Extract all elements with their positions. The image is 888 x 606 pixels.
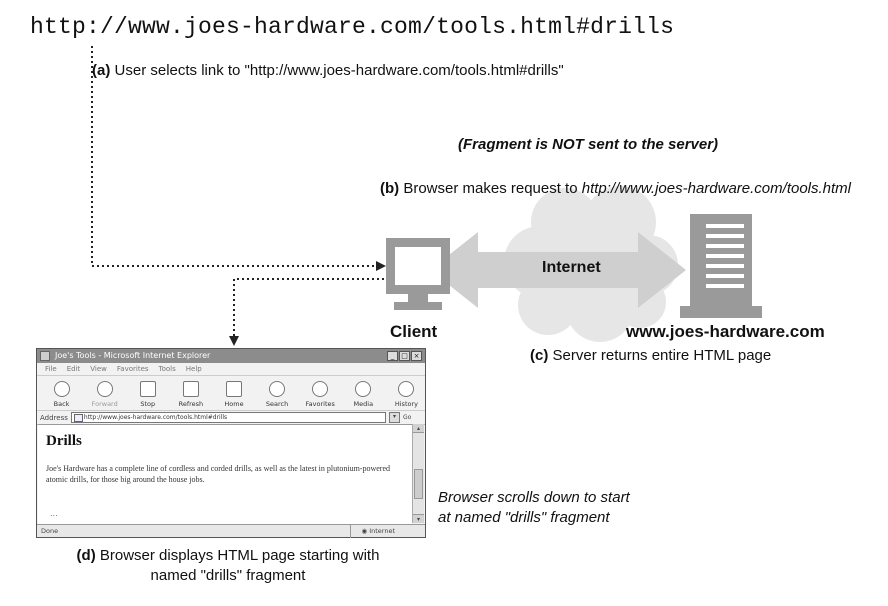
favorites-label: Favorites	[305, 400, 335, 408]
page-ellipsis: ...	[50, 509, 58, 518]
menu-file[interactable]: File	[45, 365, 57, 373]
page-text: Joe's Hardware has a complete line of co…	[46, 464, 391, 484]
menu-edit[interactable]: Edit	[66, 365, 81, 373]
step-d-tag: (d)	[76, 547, 96, 564]
scroll-note-line2: at named "drills" fragment	[438, 509, 610, 526]
forward-button[interactable]: Forward	[86, 381, 123, 410]
media-label: Media	[353, 400, 374, 408]
stop-icon	[139, 381, 156, 397]
refresh-icon	[182, 381, 199, 397]
connector-arrowhead-window	[229, 336, 239, 346]
browser-window: Joe's Tools - Microsoft Internet Explore…	[36, 348, 426, 538]
step-a-tag: (a)	[92, 62, 111, 79]
go-label: Go	[403, 414, 412, 421]
step-d-line2: named "drills" fragment	[150, 567, 306, 584]
client-label: Client	[390, 322, 438, 341]
page-icon	[73, 414, 83, 422]
history-label: History	[394, 400, 418, 408]
home-label: Home	[224, 400, 244, 408]
scroll-thumb[interactable]	[414, 469, 423, 499]
step-d-caption: (d) Browser displays HTML page starting …	[76, 546, 380, 586]
maximize-icon[interactable]: □	[399, 351, 410, 361]
vertical-scrollbar[interactable]: ▴ ▾	[412, 424, 424, 523]
browser-menu-bar: File Edit View Favorites Tools Help	[37, 363, 425, 376]
browser-title: Joe's Tools - Microsoft Internet Explore…	[55, 351, 211, 360]
refresh-button[interactable]: Refresh	[172, 381, 209, 410]
step-b-url: http://www.joes-hardware.com/tools.html	[581, 180, 852, 197]
step-a-text: User selects link to "http://www.joes-ha…	[114, 62, 564, 79]
browser-title-bar: Joe's Tools - Microsoft Internet Explore…	[37, 349, 425, 363]
scroll-note: Browser scrolls down to start at named "…	[438, 488, 630, 528]
globe-icon: ◉	[361, 527, 370, 535]
home-button[interactable]: Home	[215, 381, 252, 410]
step-d-line1: Browser displays HTML page starting with	[99, 547, 380, 564]
step-c-caption: (c) Server returns entire HTML page	[530, 347, 771, 364]
step-a-caption: (a) User selects link to "http://www.joe…	[92, 62, 564, 79]
favorites-button[interactable]: Favorites	[302, 381, 339, 410]
address-value: http://www.joes-hardware.com/tools.html#…	[83, 414, 228, 421]
fragment-note: (Fragment is NOT sent to the server)	[458, 136, 719, 153]
search-icon	[269, 381, 286, 397]
close-icon[interactable]: ×	[411, 351, 422, 361]
star-icon	[312, 381, 329, 397]
media-icon	[355, 381, 372, 397]
back-button[interactable]: Back	[43, 381, 80, 410]
history-icon	[398, 381, 415, 397]
search-label: Search	[265, 400, 289, 408]
minimize-icon[interactable]: _	[387, 351, 398, 361]
address-input[interactable]: http://www.joes-hardware.com/tools.html#…	[70, 412, 386, 423]
step-b-text: Browser makes request to	[403, 180, 582, 197]
status-zone: ◉ Internet	[350, 525, 395, 538]
step-c-tag: (c)	[530, 347, 549, 364]
menu-view[interactable]: View	[90, 365, 107, 373]
dotted-connector-client-to-window	[233, 278, 384, 336]
scroll-down-icon[interactable]: ▾	[413, 514, 424, 523]
address-label: Address	[40, 413, 68, 422]
client-computer-icon	[386, 238, 450, 310]
status-right: Internet	[369, 527, 395, 535]
step-b-caption: (b) Browser makes request to http://www.…	[380, 180, 851, 197]
ie-logo-icon	[40, 351, 50, 361]
search-button[interactable]: Search	[259, 381, 296, 410]
browser-toolbar: Back Forward Stop Refresh Home Search Fa…	[37, 376, 425, 411]
history-button[interactable]: History	[388, 381, 425, 410]
scroll-note-line1: Browser scrolls down to start	[438, 489, 630, 506]
menu-tools[interactable]: Tools	[158, 365, 176, 373]
server-icon	[680, 214, 762, 318]
media-button[interactable]: Media	[345, 381, 382, 410]
window-controls: _ □ ×	[387, 351, 422, 361]
stop-label: Stop	[140, 400, 156, 408]
page-content: Drills Joe's Hardware has a complete lin…	[38, 424, 412, 524]
scroll-up-icon[interactable]: ▴	[413, 424, 424, 433]
status-left: Done	[41, 527, 59, 535]
address-dropdown-icon[interactable]: ▾	[389, 412, 400, 423]
forward-label: Forward	[91, 400, 118, 408]
back-label: Back	[53, 400, 70, 408]
internet-label: Internet	[542, 259, 601, 276]
address-bar: Address http://www.joes-hardware.com/too…	[37, 411, 425, 425]
back-icon	[53, 381, 70, 397]
menu-favorites[interactable]: Favorites	[116, 365, 149, 373]
url-heading: http://www.joes-hardware.com/tools.html#…	[30, 14, 675, 40]
page-heading: Drills	[46, 433, 82, 449]
refresh-label: Refresh	[178, 400, 204, 408]
go-button[interactable]: Go	[403, 413, 425, 422]
stop-button[interactable]: Stop	[129, 381, 166, 410]
status-bar: Done ◉ Internet	[37, 524, 425, 538]
connector-arrowhead-client	[376, 261, 386, 271]
step-c-text: Server returns entire HTML page	[552, 347, 772, 364]
home-icon	[225, 381, 242, 397]
server-label: www.joes-hardware.com	[626, 322, 825, 341]
dotted-connector-url-to-client	[91, 46, 376, 267]
step-b-tag: (b)	[380, 180, 400, 197]
menu-help[interactable]: Help	[185, 365, 202, 373]
internet-double-arrow	[430, 232, 686, 308]
forward-icon	[96, 381, 113, 397]
